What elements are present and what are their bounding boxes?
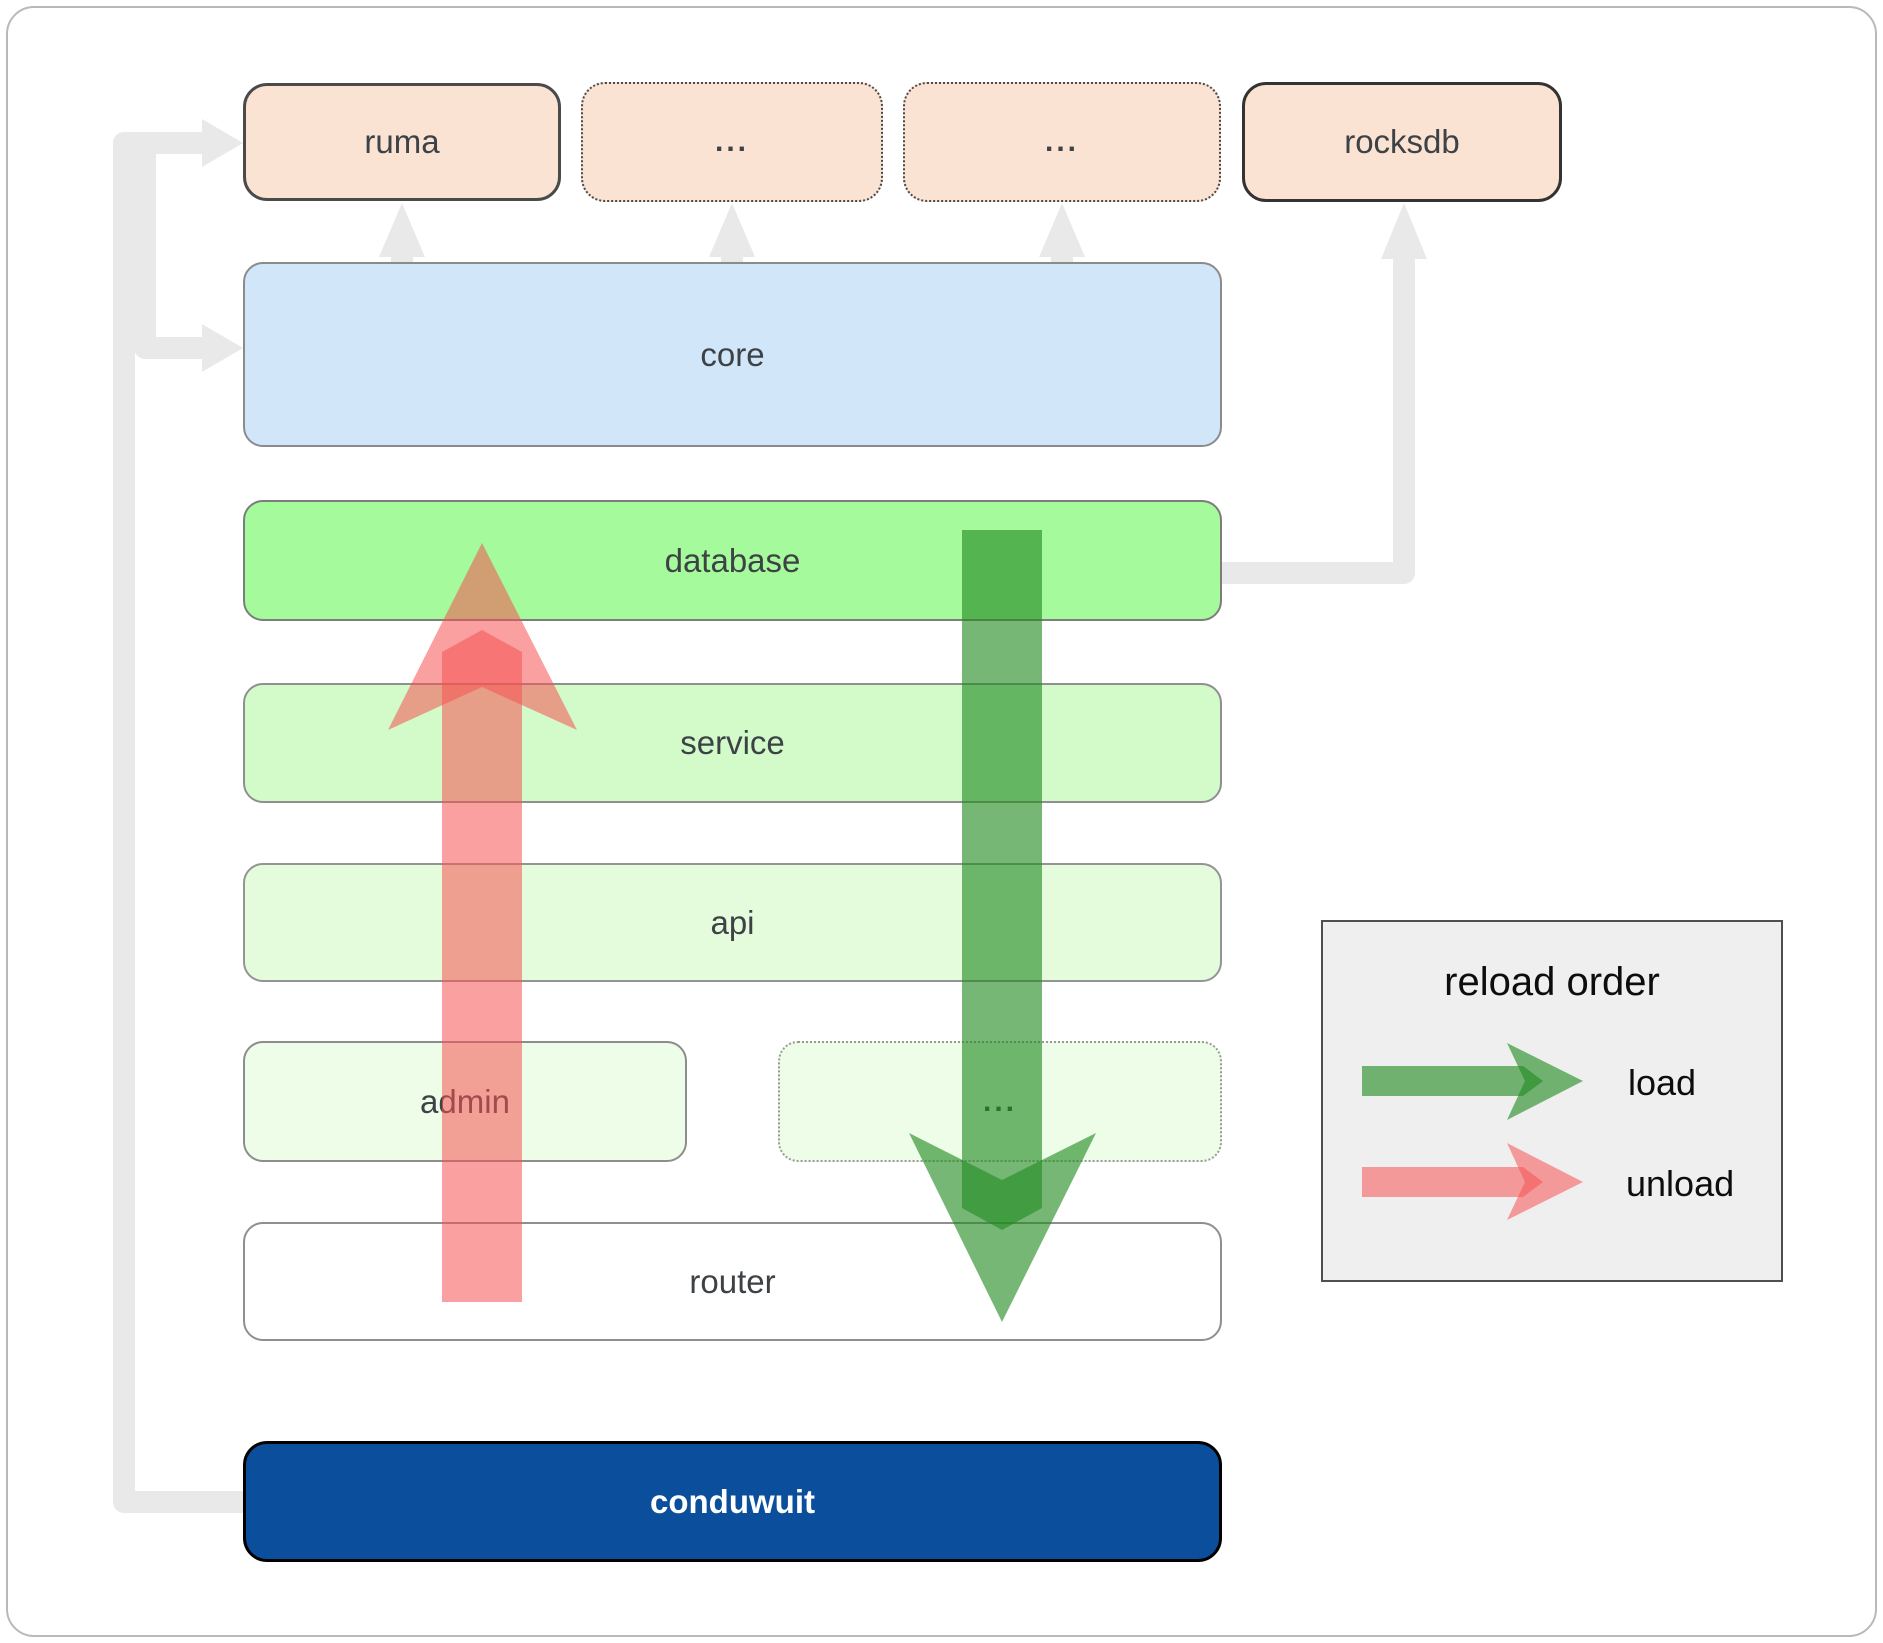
- node-ellipsis-3: ...: [778, 1041, 1222, 1162]
- legend-title: reload order: [1444, 960, 1660, 1004]
- legend-unload-label: unload: [1626, 1163, 1735, 1204]
- node-ruma: ruma: [243, 83, 561, 201]
- arrowhead-to-core-icon: [202, 324, 243, 372]
- node-conduwuit-label: conduwuit: [650, 1482, 815, 1520]
- outer-frame: [6, 6, 1877, 1637]
- node-core-label: core: [700, 335, 765, 373]
- node-router-label: router: [689, 1262, 776, 1300]
- node-database-label: database: [664, 541, 801, 579]
- node-rocksdb-label: rocksdb: [1344, 123, 1460, 160]
- node-database: database: [243, 500, 1222, 621]
- arrowhead-database-to-rocksdb-icon: [1381, 203, 1427, 259]
- node-admin-label: admin: [420, 1082, 510, 1120]
- node-rocksdb: rocksdb: [1242, 82, 1562, 202]
- node-ellipsis-2: ...: [903, 82, 1221, 202]
- arrowhead-to-ruma-icon: [202, 119, 243, 167]
- node-conduwuit: conduwuit: [243, 1441, 1222, 1562]
- node-api: api: [243, 863, 1222, 982]
- node-ellipsis-1-label: ...: [714, 125, 749, 158]
- node-service-label: service: [680, 724, 785, 761]
- node-ellipsis-3-label: ...: [982, 1084, 1017, 1118]
- arrowhead-core-to-ruma-icon: [379, 203, 425, 257]
- legend-box: reload order load unload: [1321, 920, 1783, 1282]
- node-admin: admin: [243, 1041, 687, 1162]
- connector-database-to-rocksdb: [1222, 259, 1415, 584]
- node-service: service: [243, 683, 1222, 803]
- legend-load-label: load: [1628, 1062, 1697, 1103]
- node-router: router: [243, 1222, 1222, 1341]
- arrowhead-core-to-ellipsis-1-icon: [709, 203, 755, 257]
- node-ruma-label: ruma: [364, 123, 440, 160]
- connector-conduwuit-to-ruma: [113, 132, 243, 1513]
- node-api-label: api: [710, 903, 755, 941]
- arrowhead-core-to-ellipsis-2-icon: [1039, 203, 1085, 257]
- node-core: core: [243, 262, 1222, 447]
- node-ellipsis-2-label: ...: [1044, 125, 1079, 158]
- connector-conduwuit-to-core: [134, 152, 202, 359]
- node-ellipsis-1: ...: [581, 82, 883, 202]
